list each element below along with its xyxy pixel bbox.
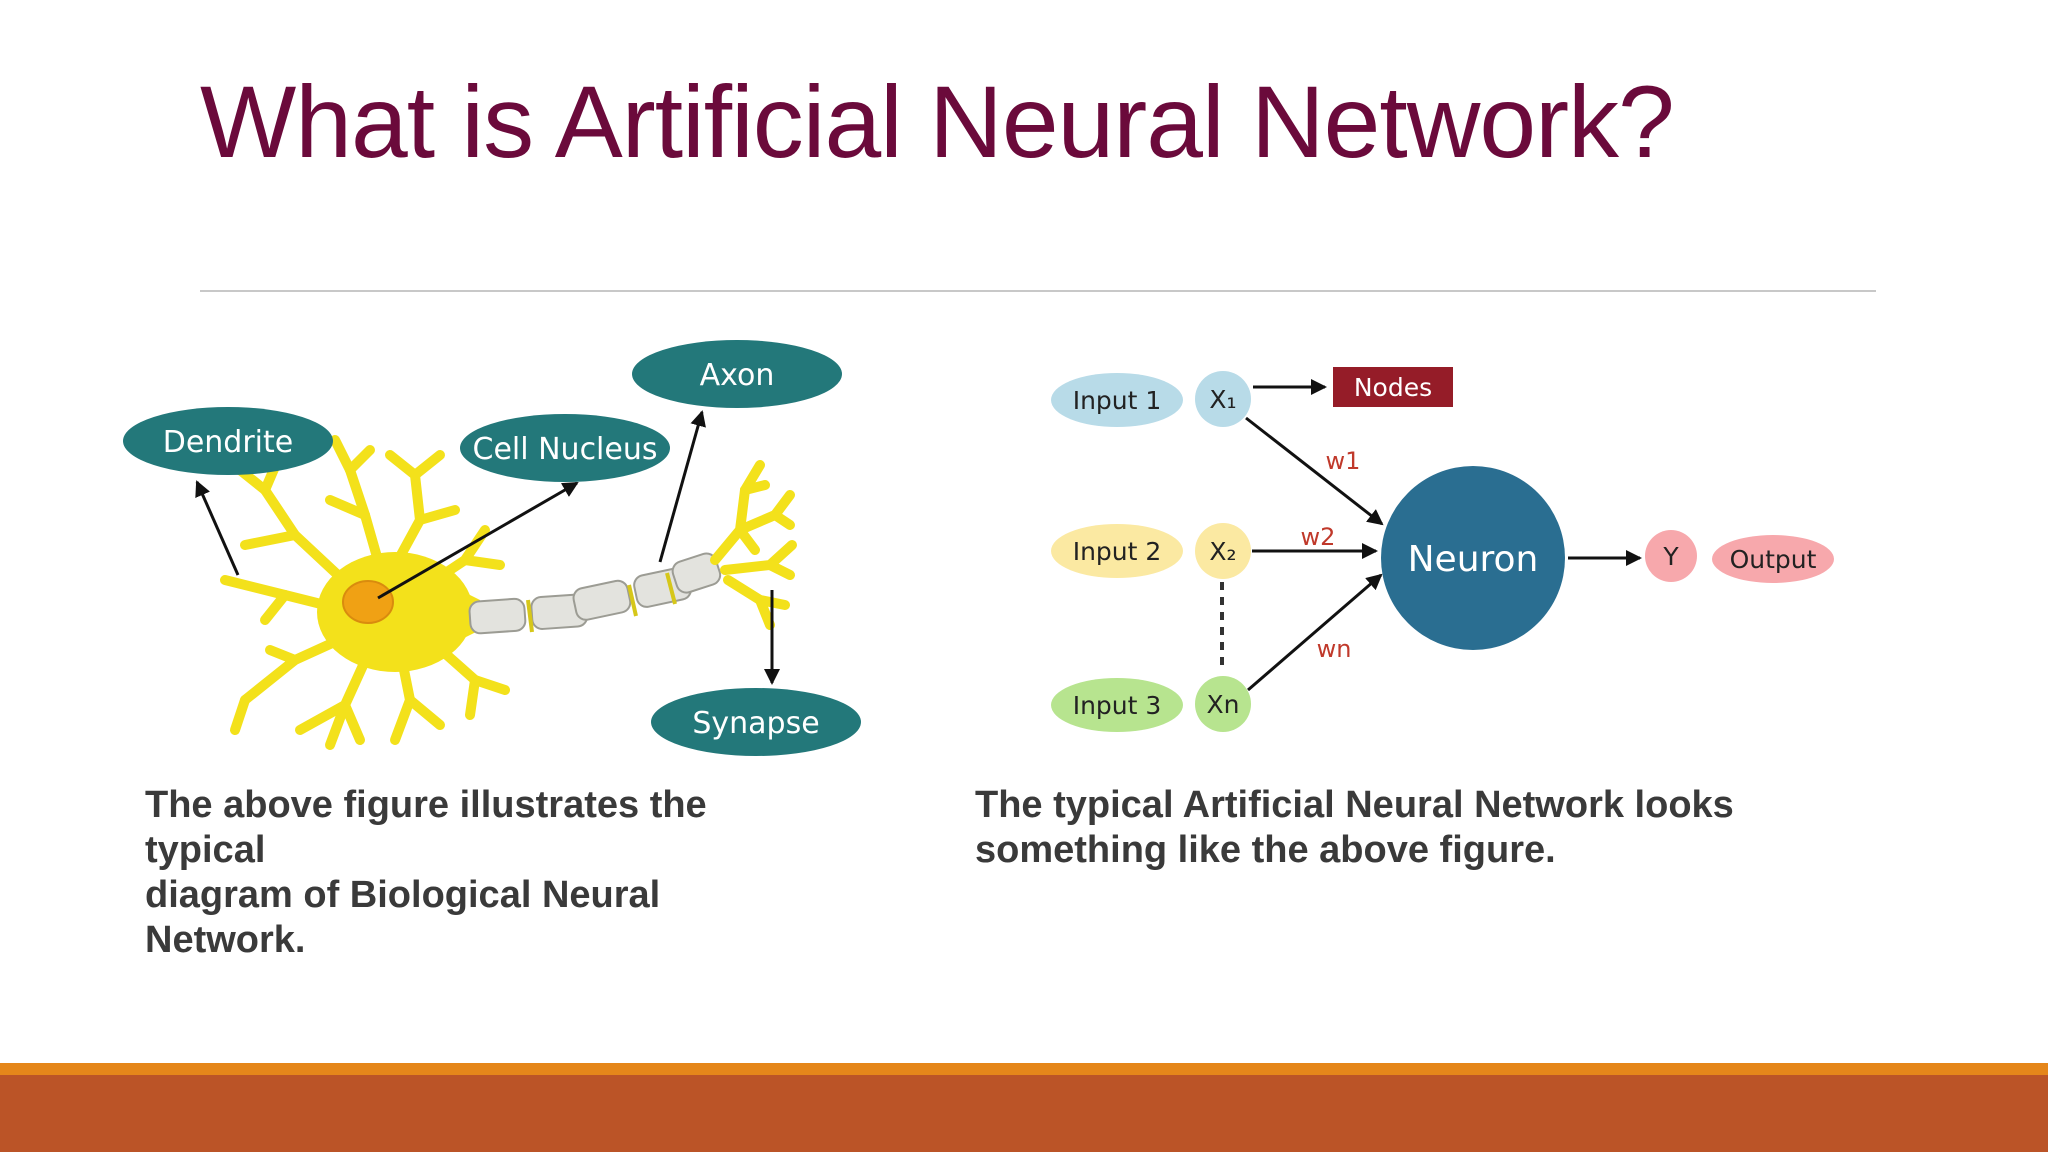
caption-biological: The above figure illustrates the typical… — [145, 783, 785, 963]
ann-diagram: Input 1 Input 2 Input 3 X₁ X₂ Xn Nodes — [1051, 367, 1834, 732]
svg-text:Axon: Axon — [700, 358, 775, 393]
svg-text:Input 3: Input 3 — [1073, 691, 1162, 720]
svg-text:Input 2: Input 2 — [1073, 537, 1162, 566]
x-node-n: Xn — [1195, 676, 1251, 732]
weight-label-w2: w2 — [1301, 523, 1336, 551]
title-divider — [200, 290, 1876, 292]
bio-arrows — [195, 410, 780, 685]
caption-biological-text: The above figure illustrates the typical… — [145, 784, 707, 961]
caption-artificial-text: The typical Artificial Neural Network lo… — [975, 784, 1734, 871]
weight-label-w1: w1 — [1326, 447, 1361, 475]
edge-w1 — [1245, 416, 1384, 526]
x-node-2: X₂ — [1195, 523, 1251, 579]
weighted-edges — [1245, 416, 1384, 692]
cell-body — [317, 552, 473, 672]
input-node-3: Input 3 — [1051, 678, 1183, 732]
edge-wn — [1247, 573, 1383, 692]
nodes-label-box: Nodes — [1333, 367, 1453, 407]
input-node-1: Input 1 — [1051, 373, 1183, 427]
biological-neuron-diagram: Dendrite Cell Nucleus Axon Synapse — [123, 340, 861, 756]
arrow-to-axon — [658, 410, 706, 563]
footer-bar — [0, 1075, 2048, 1152]
y-node: Y — [1645, 530, 1697, 582]
arrow-to-cell-nucleus — [377, 481, 579, 600]
svg-text:Synapse: Synapse — [692, 706, 819, 741]
svg-text:Dendrite: Dendrite — [163, 425, 294, 460]
arrow-to-dendrite — [195, 480, 240, 576]
svg-text:Neuron: Neuron — [1408, 539, 1539, 580]
axon-terminals — [710, 460, 797, 630]
svg-text:X₁: X₁ — [1209, 385, 1236, 414]
caption-artificial: The typical Artificial Neural Network lo… — [975, 783, 1875, 873]
svg-text:Y: Y — [1662, 542, 1679, 571]
neuron-node: Neuron — [1381, 466, 1565, 650]
output-node: Output — [1712, 535, 1834, 583]
x-node-1: X₁ — [1195, 371, 1251, 427]
label-axon: Axon — [632, 340, 842, 408]
svg-text:Output: Output — [1730, 545, 1817, 574]
svg-text:Xn: Xn — [1207, 690, 1240, 719]
svg-text:Cell Nucleus: Cell Nucleus — [473, 432, 658, 467]
label-dendrite: Dendrite — [123, 407, 333, 475]
weight-label-wn: wn — [1317, 635, 1352, 663]
label-cell-nucleus: Cell Nucleus — [460, 414, 670, 482]
input-node-2: Input 2 — [1051, 524, 1183, 578]
svg-text:Input 1: Input 1 — [1073, 386, 1162, 415]
footer-accent-line — [0, 1063, 2048, 1075]
myelin-sheath — [468, 552, 722, 635]
cell-nucleus-shape — [342, 580, 394, 624]
slide-title: What is Artificial Neural Network? — [200, 65, 1675, 179]
svg-text:Nodes: Nodes — [1354, 373, 1432, 402]
svg-text:X₂: X₂ — [1209, 537, 1236, 566]
label-synapse: Synapse — [651, 688, 861, 756]
